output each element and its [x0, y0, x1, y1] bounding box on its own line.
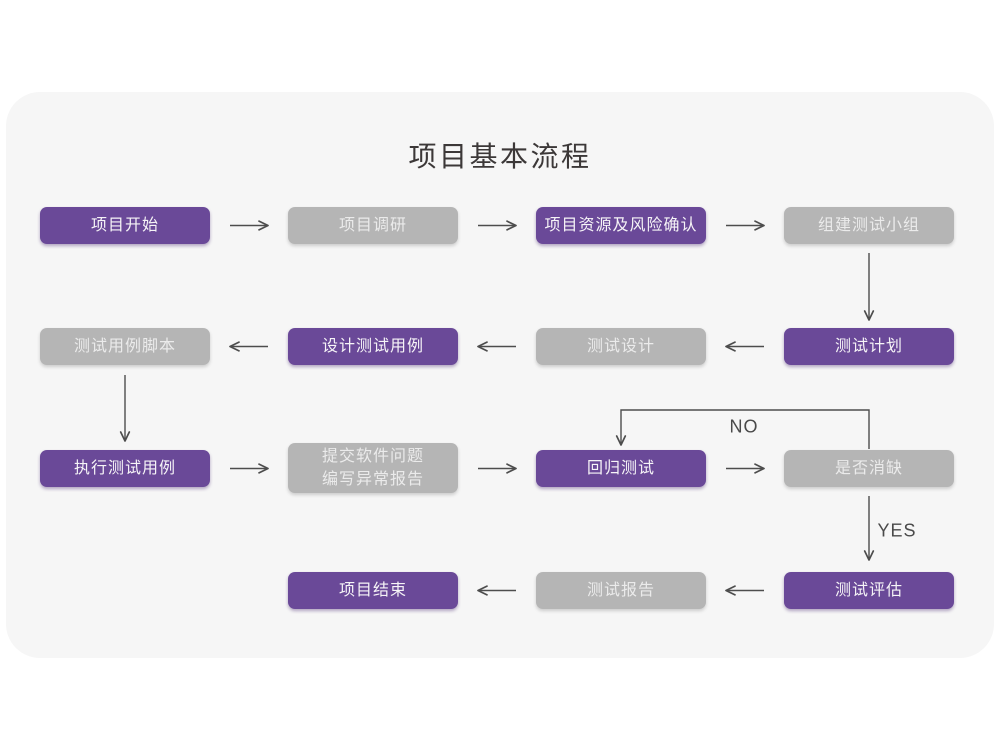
- flow-edges: [119, 220, 875, 596]
- flow-node-execute-test-case: 执行测试用例: [40, 450, 210, 487]
- flow-node-test-plan: 测试计划: [784, 328, 954, 365]
- diagram-title: 项目基本流程: [408, 141, 592, 172]
- flow-node-project-research: 项目调研: [288, 207, 458, 244]
- flow-node-project-end: 项目结束: [288, 572, 458, 609]
- flow-node-test-case-script: 测试用例脚本: [40, 328, 210, 365]
- flow-node-test-evaluate: 测试评估: [784, 572, 954, 609]
- flow-node-design-test-case: 设计测试用例: [288, 328, 458, 365]
- flow-node-project-start: 项目开始: [40, 207, 210, 244]
- decision-label-no: NO: [729, 416, 759, 437]
- flow-node-defect-cleared: 是否消缺: [784, 450, 954, 487]
- flowchart-card: [6, 92, 994, 658]
- flow-node-build-test-team: 组建测试小组: [784, 207, 954, 244]
- flow-node-test-design: 测试设计: [536, 328, 706, 365]
- flow-node-test-report: 测试报告: [536, 572, 706, 609]
- flow-node-submit-issue-report: 提交软件问题 编写异常报告: [288, 443, 458, 493]
- decision-label-yes: YES: [877, 520, 917, 541]
- flow-node-resource-risk-confirm: 项目资源及风险确认: [536, 207, 706, 244]
- flow-edge-defect-no-loop: [615, 409, 870, 449]
- flow-node-regression-test: 回归测试: [536, 450, 706, 487]
